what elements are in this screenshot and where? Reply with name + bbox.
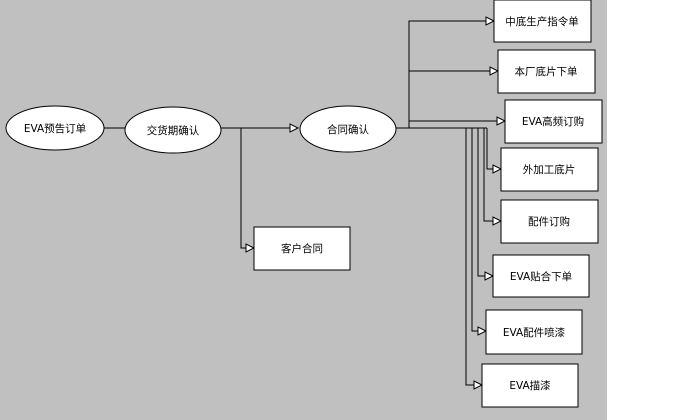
edge-to-sole-production-order [408,20,494,128]
node-label: EVA高频订购 [522,115,584,128]
node-eva-lamination-order: EVA贴合下单 [492,254,590,298]
arrow-eva-high-freq [496,116,507,126]
arrow-eva-outline-painting [473,380,484,390]
node-parts-purchase: 配件订购 [500,199,599,244]
node-customer-contract: 客户合同 [253,226,351,271]
node-factory-sole-order: 本厂底片下单 [497,49,596,94]
arrow-customer-contract [245,243,256,253]
node-label: 中底生产指令单 [505,15,579,28]
arrow-eva-lamination [484,271,495,281]
node-sole-production-order: 中底生产指令单 [493,0,592,43]
node-label: 本厂底片下单 [515,65,578,78]
node-eva-parts-painting: EVA配件喷漆 [485,309,583,355]
node-label: 客户合同 [281,242,323,255]
node-label: 配件订购 [528,215,570,228]
node-delivery-confirm: 交货期确认 [124,106,222,154]
node-eva-outline-painting: EVA描漆 [481,363,579,408]
node-outsource-sole: 外加工底片 [500,147,599,192]
node-eva-high-freq-purchase: EVA高频订购 [504,99,603,144]
arrow-factory-sole-order [489,66,500,76]
node-label: 交货期确认 [147,124,200,137]
node-label: EVA配件喷漆 [503,326,566,339]
node-label: EVA描漆 [509,379,551,392]
node-label: EVA预告订单 [24,122,86,135]
node-label: 合同确认 [327,123,369,136]
node-label: 外加工底片 [523,163,576,176]
arrow-outsource-sole [492,164,503,174]
arrow-eva-parts-painting [477,326,488,336]
arrow-sole-production-order [485,16,496,26]
node-eva-presale-order: EVA预告订单 [5,105,105,151]
node-label: EVA贴合下单 [510,270,572,283]
arrow-parts-purchase [492,216,503,226]
node-contract-confirm: 合同确认 [299,105,397,153]
arrow-contract-confirm [289,123,300,133]
edges [104,16,507,390]
